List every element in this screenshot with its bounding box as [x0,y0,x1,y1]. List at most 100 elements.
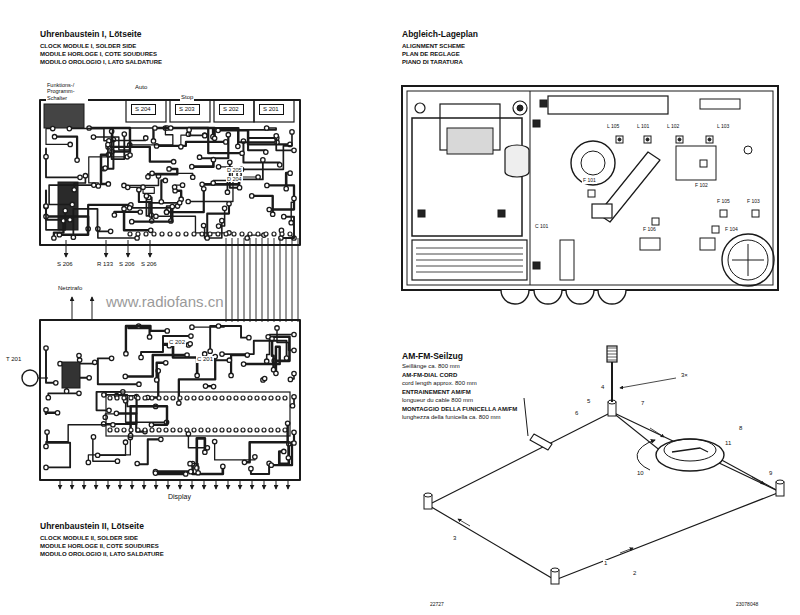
solder-pad [68,218,72,222]
solder-pad [227,358,231,362]
filter [700,160,707,167]
rib [416,266,523,267]
solder-pad [241,362,245,366]
tension-spring [672,448,708,452]
ground-plane [44,104,84,128]
ic-pin [248,396,252,400]
solder-pad [189,334,193,338]
heading: ALIGNMENT SCHEME [402,43,465,50]
solder-pad [153,471,157,475]
heading: longueur du cable 800 mm [402,397,473,404]
callout-number: 4 [600,384,605,391]
solder-pad [44,444,48,448]
solder-pad [177,401,181,405]
callout-number: 6 [574,410,579,417]
ic-pin [150,396,154,400]
part-label: T 201 [6,356,21,363]
solder-pad [78,175,82,179]
knurl [607,360,617,361]
solder-pad [225,190,229,194]
solder-pad [256,232,260,236]
copper-trace [49,185,94,204]
coil-core [618,138,621,141]
solder-pad [211,181,215,185]
part-label: S 206 [141,261,157,268]
ic-pin [164,396,168,400]
knurl [607,354,617,355]
solder-pad [52,135,56,139]
solder-pad [122,132,126,136]
callout-number: 5 [586,398,591,405]
ribbon-wire [250,238,251,322]
heading: Seillänge ca. 800 mm [402,363,460,370]
copper-trace [98,442,126,455]
solder-pad [282,214,286,218]
solder-pad [115,459,119,463]
ic-pin [108,428,112,432]
solder-pad [289,221,293,225]
solder-pad [203,384,207,388]
switch-frame [170,100,210,122]
ic-pin [206,396,210,400]
coil-core [678,138,681,141]
rib [416,272,523,273]
direction-arrow [458,519,470,526]
cord-pulley [551,568,559,572]
solder-pad [144,136,148,140]
solder-pad [44,346,48,350]
solder-pad [245,353,249,357]
lead-arrow [108,480,109,489]
solder-pad [248,232,252,236]
pointer-wire [524,398,528,436]
copper-trace [167,189,204,212]
solder-pad [93,360,97,364]
speaker [722,234,774,286]
ic-pin [227,396,231,400]
ic-pin [150,428,154,432]
callout-number: 8 [738,425,743,432]
solder-pad [292,395,296,399]
lead-arrow [180,480,181,489]
lead-arrow [288,480,289,489]
solder-pad [187,128,191,132]
solder-pad [274,371,278,375]
part-label: Auto [134,84,148,91]
copper-trace [207,204,229,238]
copper-trace [188,128,242,153]
ic-pin [199,396,203,400]
solder-pad [153,126,157,130]
solder-pad [269,463,273,467]
ic-pin [122,396,126,400]
part-label: D 204 [226,176,243,182]
filter [588,190,595,197]
heading: cord length approx. 800 mm [402,380,477,387]
solder-pad [275,326,279,330]
part-label: C 201 [196,356,214,363]
coil [706,136,713,143]
part-label: C 101 [534,224,549,230]
solder-pad [107,408,111,412]
solder-pad [72,188,76,192]
solder-pad [152,232,156,236]
solder-pad [216,165,220,169]
solder-pad [180,183,184,187]
copper-trace [231,355,247,375]
ic-pin [255,428,259,432]
drive-drum [664,439,716,461]
rotation-arrow [637,440,655,470]
solder-pad [221,464,225,468]
copper-trace [69,129,109,141]
copper-trace [88,437,130,462]
ic-pin [178,396,182,400]
solder-pad [226,132,230,136]
trimmer [744,146,752,154]
if-can [676,146,716,180]
solder-pad [191,175,195,179]
switch-pad: S 202 [219,104,244,115]
solder-pad [261,158,265,162]
part-label: D 205 [226,167,243,173]
solder-pad [127,206,131,210]
solder-pad [55,411,59,415]
solder-pad [262,376,266,380]
lead-arrow [92,297,93,320]
